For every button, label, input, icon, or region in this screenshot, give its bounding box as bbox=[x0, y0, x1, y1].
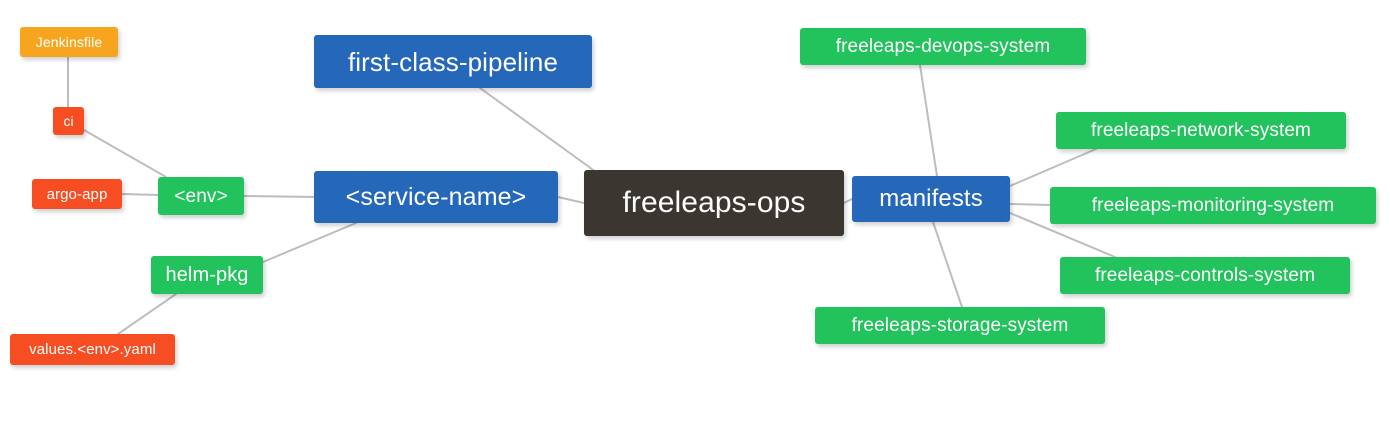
node-freeleaps-devops-system[interactable]: freeleaps-devops-system bbox=[800, 28, 1086, 65]
node-label: Jenkinsfile bbox=[35, 34, 103, 50]
node-freeleaps-storage-system[interactable]: freeleaps-storage-system bbox=[815, 307, 1105, 344]
node-ci[interactable]: ci bbox=[53, 107, 84, 135]
edge-service-name-to-helm-pkg bbox=[262, 222, 357, 263]
node-label: manifests bbox=[879, 185, 983, 212]
edge-freeleaps-ops-to-manifests bbox=[843, 198, 853, 204]
node-first-class-pipeline[interactable]: first-class-pipeline bbox=[314, 35, 592, 88]
edge-freeleaps-ops-to-first-class-pipeline bbox=[479, 87, 597, 173]
node-label: helm-pkg bbox=[165, 264, 249, 286]
node-helm-pkg[interactable]: helm-pkg bbox=[151, 256, 263, 294]
edge-freeleaps-ops-to-service-name bbox=[557, 196, 585, 204]
node-label: values.<env>.yaml bbox=[29, 341, 156, 358]
node-label: argo-app bbox=[46, 185, 108, 203]
node-service-name[interactable]: <service-name> bbox=[314, 171, 558, 223]
node-label: freeleaps-storage-system bbox=[851, 315, 1069, 336]
edge-helm-pkg-to-values-env-yaml bbox=[117, 293, 177, 335]
edge-env-to-ci bbox=[83, 129, 167, 178]
edge-manifests-to-freeleaps-devops-system bbox=[919, 64, 938, 177]
node-label: first-class-pipeline bbox=[347, 46, 559, 77]
edge-manifests-to-freeleaps-monitoring-system bbox=[1009, 203, 1051, 206]
node-freeleaps-network-system[interactable]: freeleaps-network-system bbox=[1056, 112, 1346, 149]
node-freeleaps-controls-system[interactable]: freeleaps-controls-system bbox=[1060, 257, 1350, 294]
node-argo-app[interactable]: argo-app bbox=[32, 179, 122, 209]
edge-env-to-argo-app bbox=[121, 193, 159, 196]
node-label: freeleaps-controls-system bbox=[1094, 265, 1316, 286]
node-label: freeleaps-network-system bbox=[1091, 120, 1311, 141]
node-manifests[interactable]: manifests bbox=[852, 176, 1010, 222]
node-label: freeleaps-ops bbox=[622, 186, 806, 219]
edge-manifests-to-freeleaps-network-system bbox=[1009, 148, 1097, 187]
node-label: freeleaps-devops-system bbox=[835, 36, 1051, 57]
node-freeleaps-monitoring-system[interactable]: freeleaps-monitoring-system bbox=[1050, 187, 1376, 224]
node-freeleaps-ops[interactable]: freeleaps-ops bbox=[584, 170, 844, 236]
node-label: <env> bbox=[174, 185, 228, 207]
node-label: ci bbox=[63, 113, 74, 129]
edge-manifests-to-freeleaps-storage-system bbox=[932, 221, 963, 308]
node-label: <service-name> bbox=[345, 182, 527, 211]
node-label: freeleaps-monitoring-system bbox=[1091, 195, 1335, 216]
node-env[interactable]: <env> bbox=[158, 177, 244, 215]
edge-service-name-to-env bbox=[243, 195, 315, 198]
node-values-env-yaml[interactable]: values.<env>.yaml bbox=[10, 334, 175, 365]
node-jenkinsfile[interactable]: Jenkinsfile bbox=[20, 27, 118, 57]
